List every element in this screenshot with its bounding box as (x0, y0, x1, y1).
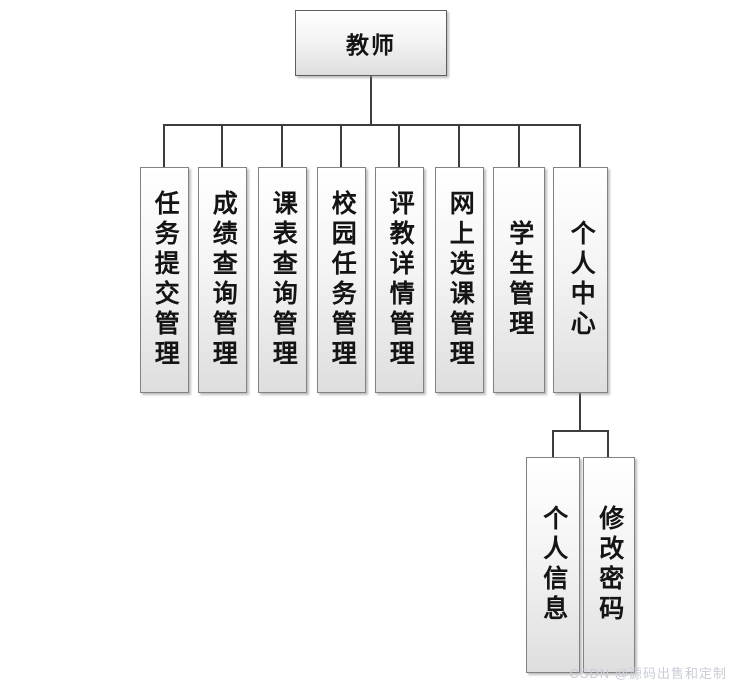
node-grade-query-mgmt: 成绩查询管理 (198, 167, 247, 393)
connector-drop-personal (579, 124, 581, 168)
node-personal-center-label: 个人中心 (567, 220, 596, 340)
node-timetable-query-mgmt: 课表查询管理 (258, 167, 307, 393)
node-campus-task-mgmt: 校园任务管理 (317, 167, 366, 393)
connector-drop-change-pass (607, 430, 609, 459)
connector-drop-course-select (458, 124, 460, 168)
connector-drop-personal-info (552, 430, 554, 459)
node-personal-center: 个人中心 (553, 167, 608, 393)
node-student-mgmt: 学生管理 (493, 167, 545, 393)
connector-drop-campus-task (340, 124, 342, 168)
node-change-password: 修改密码 (583, 457, 635, 673)
node-task-submit-mgmt: 任务提交管理 (140, 167, 189, 393)
node-online-course-select-label: 网上选课管理 (446, 190, 475, 370)
node-grade-query-label: 成绩查询管理 (209, 190, 238, 370)
node-online-course-select-mgmt: 网上选课管理 (435, 167, 484, 393)
node-change-password-label: 修改密码 (595, 505, 624, 625)
connector-tier2-bus (552, 430, 609, 432)
node-teacher: 教师 (295, 10, 447, 76)
node-task-submit-label: 任务提交管理 (151, 190, 180, 370)
connector-drop-evaluation (398, 124, 400, 168)
connector-root-stem (370, 75, 372, 126)
node-personal-info-label: 个人信息 (539, 505, 568, 625)
node-timetable-query-label: 课表查询管理 (269, 190, 298, 370)
connector-drop-task-submit (163, 124, 165, 168)
connector-drop-grade-query (221, 124, 223, 168)
node-student-mgmt-label: 学生管理 (505, 220, 534, 340)
node-evaluation-detail-mgmt: 评教详情管理 (375, 167, 424, 393)
node-personal-info: 个人信息 (526, 457, 580, 673)
connector-drop-timetable (281, 124, 283, 168)
connector-personal-stem (579, 391, 581, 432)
connector-tier1-bus (163, 124, 581, 126)
node-teacher-label: 教师 (346, 32, 396, 58)
connector-drop-student-mgmt (518, 124, 520, 168)
csdn-watermark: CSDN @源码出售和定制 (569, 666, 727, 681)
node-campus-task-label: 校园任务管理 (328, 190, 357, 370)
node-evaluation-detail-label: 评教详情管理 (386, 190, 415, 370)
